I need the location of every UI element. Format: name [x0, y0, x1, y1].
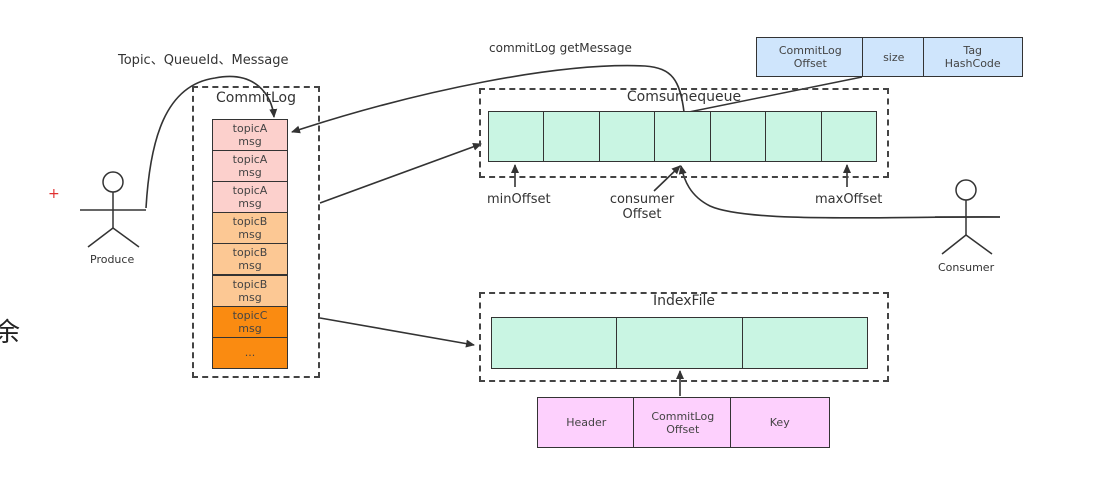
commitlog-cell-line2: msg	[238, 321, 262, 335]
entry-struct-cell-text: CommitLog	[778, 44, 842, 57]
max-offset-label: maxOffset	[815, 192, 883, 207]
commitlog-cell-line1: topicB	[232, 246, 268, 260]
side-glyph: 余	[0, 318, 21, 348]
index-struct-cell-text: Offset	[666, 422, 700, 436]
indexfile-title: IndexFile	[653, 293, 715, 309]
entry-struct-cell-text: Offset	[793, 57, 827, 70]
getmessage-arrow	[291, 64, 685, 134]
consumer-offset-line1: consumer	[609, 192, 675, 207]
index-struct-cell-text: CommitLog	[651, 409, 715, 423]
entry-struct-cell-text: Tag	[963, 44, 983, 57]
indexfile-cell	[616, 317, 744, 369]
consumer-offset-pointer	[653, 165, 681, 192]
commitlog-cell-line1: topicA	[232, 184, 268, 198]
index-struct-cell-text: Header	[566, 416, 607, 429]
commitlog-cell-line1: topicA	[232, 153, 268, 167]
commitlog-box	[192, 86, 320, 378]
commitlog-cell-line2: msg	[238, 259, 262, 273]
consumequeue-cell	[488, 111, 545, 162]
getmessage-label: commitLog getMessage	[489, 41, 632, 55]
indexfile-cell	[491, 317, 618, 369]
consumer-offset-line2: Offset	[622, 207, 662, 222]
commitlog-to-indexfile-arrow	[319, 317, 475, 348]
consumequeue-cell	[820, 111, 878, 162]
consumequeue-cell	[543, 111, 601, 162]
commitlog-cell-line1: topicC	[232, 308, 268, 322]
commitlog-cell-line1: topicA	[232, 122, 268, 135]
commitlog-cell-line2: msg	[238, 197, 262, 211]
index-struct-cell-text: Key	[769, 416, 790, 429]
producer-figure	[80, 171, 146, 248]
entry-struct-cell-text: size	[883, 50, 905, 64]
produce-label: Produce	[90, 253, 135, 266]
commitlog-cell-line2: msg	[238, 166, 262, 180]
message-fields-label: Topic、QueueId、Message	[118, 53, 289, 68]
consumequeue-cell	[709, 111, 767, 162]
consumequeue-box	[479, 88, 889, 178]
consumer-figure	[935, 179, 1000, 255]
min-offset-label: minOffset	[487, 192, 551, 207]
consumequeue-cell	[598, 111, 656, 162]
commitlog-cell-line2: msg	[238, 290, 262, 304]
entry-struct-pointer	[683, 76, 863, 114]
commitlog-title: CommitLog	[215, 90, 296, 106]
consumequeue-cell	[765, 111, 823, 162]
consumer-to-offset-arrow	[678, 165, 1001, 219]
entry-struct-cell: size	[862, 37, 926, 77]
consumer-offset-label: consumer Offset	[600, 192, 684, 222]
indexfile-box	[479, 292, 889, 382]
index-struct-cell: Header	[537, 397, 636, 448]
indexfile-cell	[741, 317, 869, 369]
produce-to-commitlog-arrow	[145, 75, 278, 209]
commitlog-to-consumequeue-arrow	[319, 142, 482, 204]
commitlog-cell-line2: msg	[238, 135, 262, 148]
commitlog-cell: ...	[212, 336, 288, 369]
commitlog-cell-line1: topicB	[232, 215, 268, 229]
entry-struct-cell-text: HashCode	[944, 57, 1001, 70]
plus-mark: +	[48, 186, 60, 202]
consumer-label: Consumer	[938, 261, 995, 274]
commitlog-cell-line1: topicB	[232, 277, 268, 291]
commitlog-cell-line1: ...	[244, 346, 256, 360]
commitlog-cell-line2: msg	[238, 228, 262, 242]
consumequeue-cell	[654, 111, 712, 162]
consumequeue-title: Comsumequeue	[626, 89, 742, 105]
index-struct-cell: Key	[730, 397, 830, 448]
